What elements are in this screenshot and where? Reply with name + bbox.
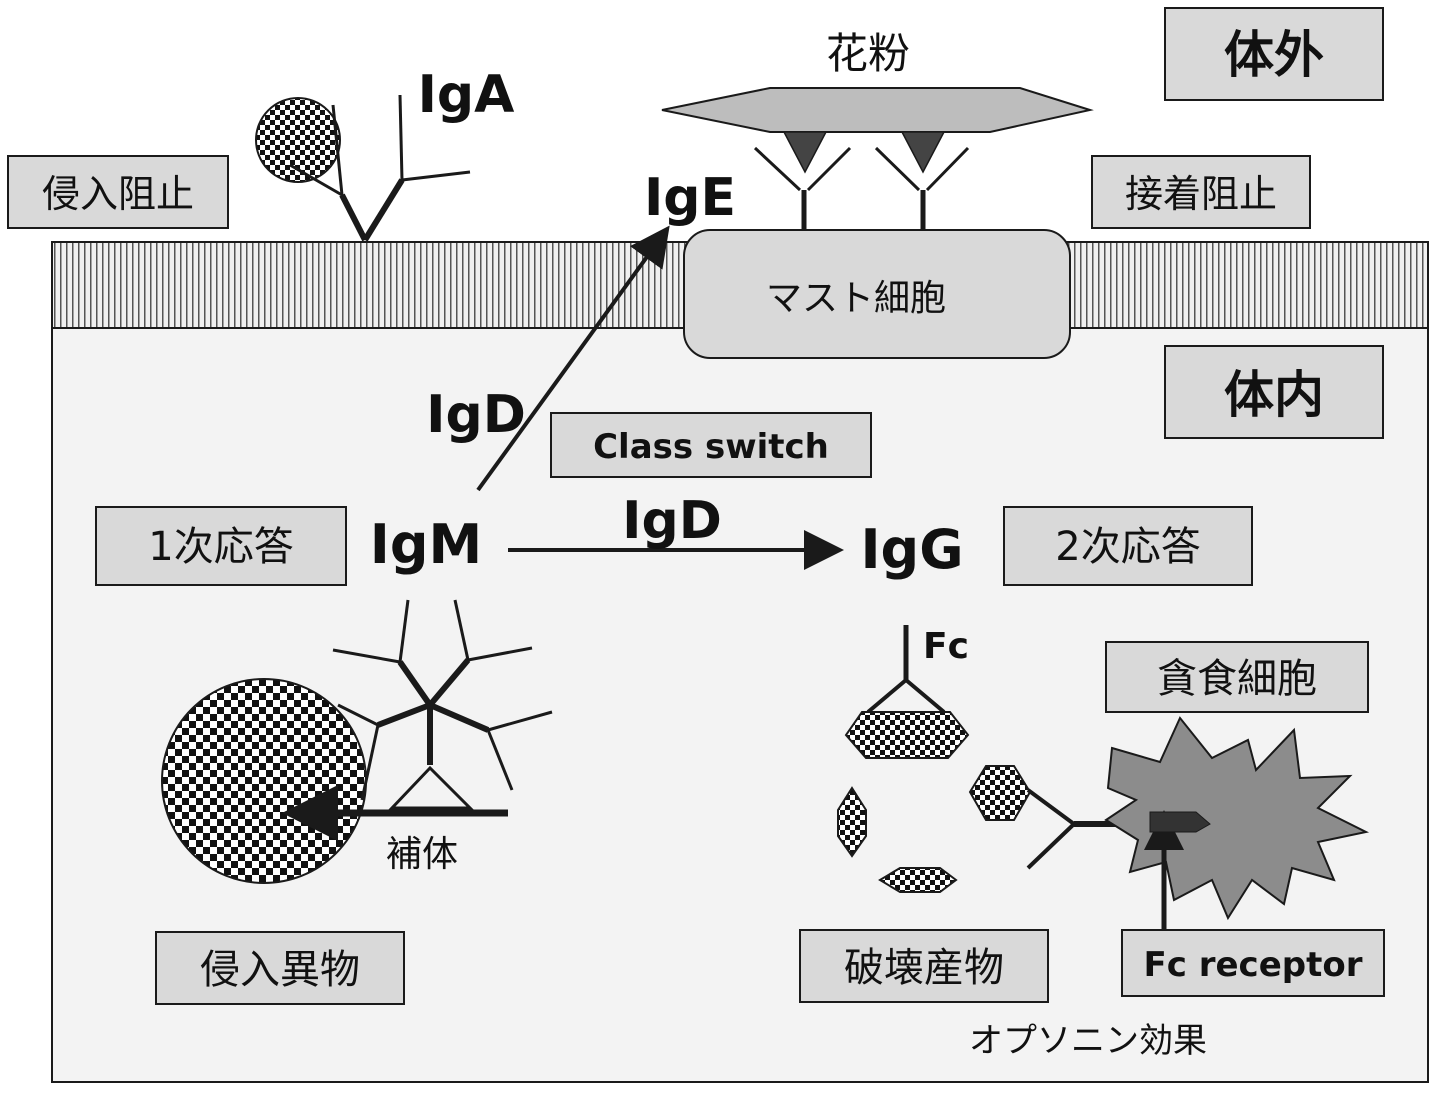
pollen-epitope: [782, 131, 828, 174]
block-adhesion-label: 接着阻止: [1125, 172, 1277, 216]
pollen: 花粉: [661, 29, 1094, 174]
fc-receptor-label: Fc receptor: [1144, 945, 1363, 985]
igg-fc-antibody: [866, 625, 946, 714]
iga-label: IgA: [418, 65, 515, 125]
outside-body-label: 体外: [1224, 26, 1324, 84]
iga-group: IgA: [255, 65, 515, 242]
inside-body-label: 体内: [1224, 366, 1324, 424]
invading-antigen: [161, 678, 367, 884]
complement-label: 補体: [386, 834, 458, 875]
antigen-particle: [255, 97, 341, 183]
pollen-label: 花粉: [826, 29, 910, 78]
class-switch-box: Class switch: [550, 412, 872, 478]
iga-antibody: [289, 94, 471, 242]
block-invasion-box: 侵入阻止: [7, 155, 229, 229]
mast-cell: マスト細胞: [683, 229, 1071, 359]
ige-label: IgE: [644, 168, 736, 228]
fc-receptor-box: Fc receptor: [1121, 929, 1385, 997]
outside-body-box: 体外: [1164, 7, 1384, 101]
igm-label: IgM: [370, 513, 482, 576]
fc-label: Fc: [923, 626, 969, 667]
igg-label: IgG: [860, 518, 963, 581]
secondary-response-label: 2次応答: [1055, 524, 1200, 570]
destruction-products-box: 破壊産物: [799, 929, 1049, 1003]
fragment: [837, 786, 867, 858]
block-invasion-label: 侵入阻止: [42, 172, 194, 216]
invading-foreign-label: 侵入異物: [200, 947, 360, 993]
opsonin-effect-label: オプソニン効果: [969, 1021, 1207, 1061]
igd-lower-label: IgD: [622, 491, 722, 551]
phagocyte-box: 貪食細胞: [1105, 641, 1369, 713]
phagocyte-cell: [1104, 716, 1370, 921]
igd-upper-label: IgD: [426, 385, 526, 445]
phagocyte-label: 貪食細胞: [1157, 656, 1317, 702]
pollen-epitope: [900, 131, 946, 174]
inside-body-box: 体内: [1164, 345, 1384, 439]
antigen-fragment: [844, 711, 970, 759]
igm-pentamer: [332, 599, 553, 810]
class-switch-label: Class switch: [593, 427, 829, 467]
mast-cell-label: マスト細胞: [766, 278, 946, 319]
phagocyte-receptor-notch: [1149, 811, 1211, 833]
arrow-igm-to-ige: [476, 225, 670, 492]
block-adhesion-box: 接着阻止: [1091, 155, 1311, 229]
fragment: [878, 867, 958, 893]
ige-antibody: [753, 146, 852, 235]
secondary-response-box: 2次応答: [1003, 506, 1253, 586]
invading-foreign-box: 侵入異物: [155, 931, 405, 1005]
primary-response-box: 1次応答: [95, 506, 347, 586]
destruction-products-label: 破壊産物: [844, 945, 1004, 991]
primary-response-label: 1次応答: [148, 524, 293, 570]
ige-antibody: [874, 146, 970, 235]
fragment: [968, 765, 1032, 821]
